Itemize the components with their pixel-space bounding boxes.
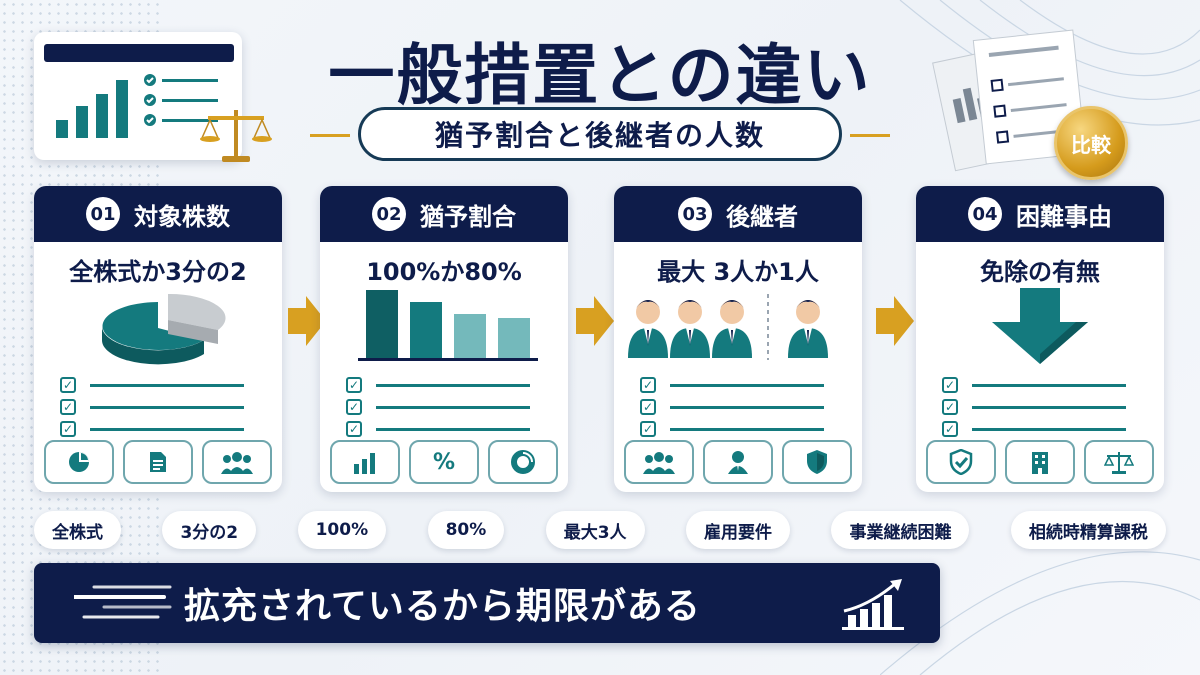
card-header: 03 後継者 <box>614 186 862 242</box>
background-arcs <box>880 0 1200 675</box>
check-icon: ✓ <box>640 377 656 393</box>
shield-icon <box>782 440 852 484</box>
pill-max-3-people: 最大3人 <box>545 511 645 549</box>
conclusion-banner: 拡充されているから期限がある <box>34 563 940 643</box>
pill-employment-requirement: 雇用要件 <box>686 511 791 549</box>
pie-chart-icon <box>44 440 114 484</box>
speed-lines-icon <box>74 585 172 619</box>
bar-chart-icon <box>56 74 218 138</box>
check-icon: ✓ <box>942 399 958 415</box>
dashboard-header-bar <box>44 44 234 62</box>
pill-100-percent: 100% <box>297 511 387 549</box>
building-icon <box>1005 440 1075 484</box>
pill-80-percent: 80% <box>427 511 505 549</box>
check-icon: ✓ <box>60 377 76 393</box>
card-successors: 03 後継者 最大 3人か1人 ✓ ✓ ✓ <box>614 186 862 492</box>
checklist-item: ✓ <box>346 396 530 418</box>
scales-icon <box>200 110 272 162</box>
keyword-pills: 全株式 3分の2 100% 80% 最大3人 雇用要件 事業継続困難 相続時精算… <box>34 511 1166 549</box>
card-number: 02 <box>372 197 406 231</box>
card-hardship: 04 困難事由 免除の有無 ✓ ✓ ✓ <box>916 186 1164 492</box>
check-icon: ✓ <box>942 421 958 437</box>
icon-row: % <box>330 440 558 484</box>
card-header: 02 猶予割合 <box>320 186 568 242</box>
checklist: ✓ ✓ ✓ <box>640 374 824 440</box>
card-title: 猶予割合 <box>420 202 516 231</box>
person-icon <box>703 440 773 484</box>
card-subtitle: 100%か80% <box>366 258 522 286</box>
pill-business-difficulty: 事業継続困難 <box>831 511 970 549</box>
card-title: 対象株数 <box>134 202 230 231</box>
card-subtitle: 免除の有無 <box>980 258 1100 286</box>
donut-icon <box>488 440 558 484</box>
people-illustration <box>628 294 828 360</box>
banner-text: 拡充されているから期限がある <box>184 586 701 627</box>
icon-row <box>624 440 852 484</box>
icon-row <box>926 440 1154 484</box>
checklist-item: ✓ <box>640 396 824 418</box>
check-icon: ✓ <box>346 399 362 415</box>
pill-settlement-taxation: 相続時精算課税 <box>1010 511 1166 549</box>
subtitle: 猶予割合と後継者の人数 <box>358 107 842 161</box>
percent-icon: % <box>409 440 479 484</box>
check-icon: ✓ <box>60 421 76 437</box>
pie-chart-icon <box>101 293 226 365</box>
checklist: ✓ ✓ ✓ <box>942 374 1126 440</box>
checklist-item: ✓ <box>60 418 244 440</box>
pill-all-shares: 全株式 <box>34 511 121 549</box>
check-icon: ✓ <box>346 377 362 393</box>
checklist: ✓ ✓ ✓ <box>60 374 244 440</box>
subtitle-line-left <box>310 134 350 137</box>
card-subtitle: 最大 3人か1人 <box>657 258 819 286</box>
card-header: 01 対象株数 <box>34 186 282 242</box>
card-target-shares: 01 対象株数 全株式か3分の2 ✓ ✓ ✓ <box>34 186 282 492</box>
group-icon <box>202 440 272 484</box>
card-number: 01 <box>86 197 120 231</box>
checklist-item: ✓ <box>346 418 530 440</box>
card-number: 03 <box>678 197 712 231</box>
arrow-down-icon <box>992 288 1088 364</box>
checklist-item: ✓ <box>942 374 1126 396</box>
arrow-right-icon <box>576 296 614 346</box>
card-subtitle: 全株式か3分の2 <box>69 258 247 286</box>
check-icon: ✓ <box>640 421 656 437</box>
subtitle-line-right <box>850 134 890 137</box>
checklist-item: ✓ <box>60 396 244 418</box>
bar-chart-icon <box>330 440 400 484</box>
checklist-item: ✓ <box>942 396 1126 418</box>
checklist-item: ✓ <box>346 374 530 396</box>
checklist-item: ✓ <box>640 374 824 396</box>
checklist-item: ✓ <box>640 418 824 440</box>
card-title: 困難事由 <box>1016 202 1112 231</box>
card-header: 04 困難事由 <box>916 186 1164 242</box>
card-deferral-ratio: 02 猶予割合 100%か80% ✓ ✓ ✓ % <box>320 186 568 492</box>
bar-chart-icon <box>358 290 538 361</box>
card-number: 04 <box>968 197 1002 231</box>
shield-check-icon <box>926 440 996 484</box>
page-title: 一般措置との違い <box>328 37 872 114</box>
checklist-item: ✓ <box>942 418 1126 440</box>
subtitle-group: 猶予割合と後継者の人数 <box>310 107 890 163</box>
checklist: ✓ ✓ ✓ <box>346 374 530 440</box>
growth-chart-icon <box>842 579 904 630</box>
card-title: 後継者 <box>726 202 798 231</box>
checklist-item: ✓ <box>60 374 244 396</box>
document-icon <box>123 440 193 484</box>
icon-row <box>44 440 272 484</box>
arrow-right-icon <box>288 296 326 346</box>
compare-badge: 比較 <box>1054 106 1128 180</box>
check-icon: ✓ <box>60 399 76 415</box>
arrow-right-icon <box>876 296 914 346</box>
pill-two-thirds: 3分の2 <box>162 511 257 549</box>
scales-icon <box>1084 440 1154 484</box>
check-icon: ✓ <box>640 399 656 415</box>
check-icon: ✓ <box>942 377 958 393</box>
group-icon <box>624 440 694 484</box>
check-icon: ✓ <box>346 421 362 437</box>
